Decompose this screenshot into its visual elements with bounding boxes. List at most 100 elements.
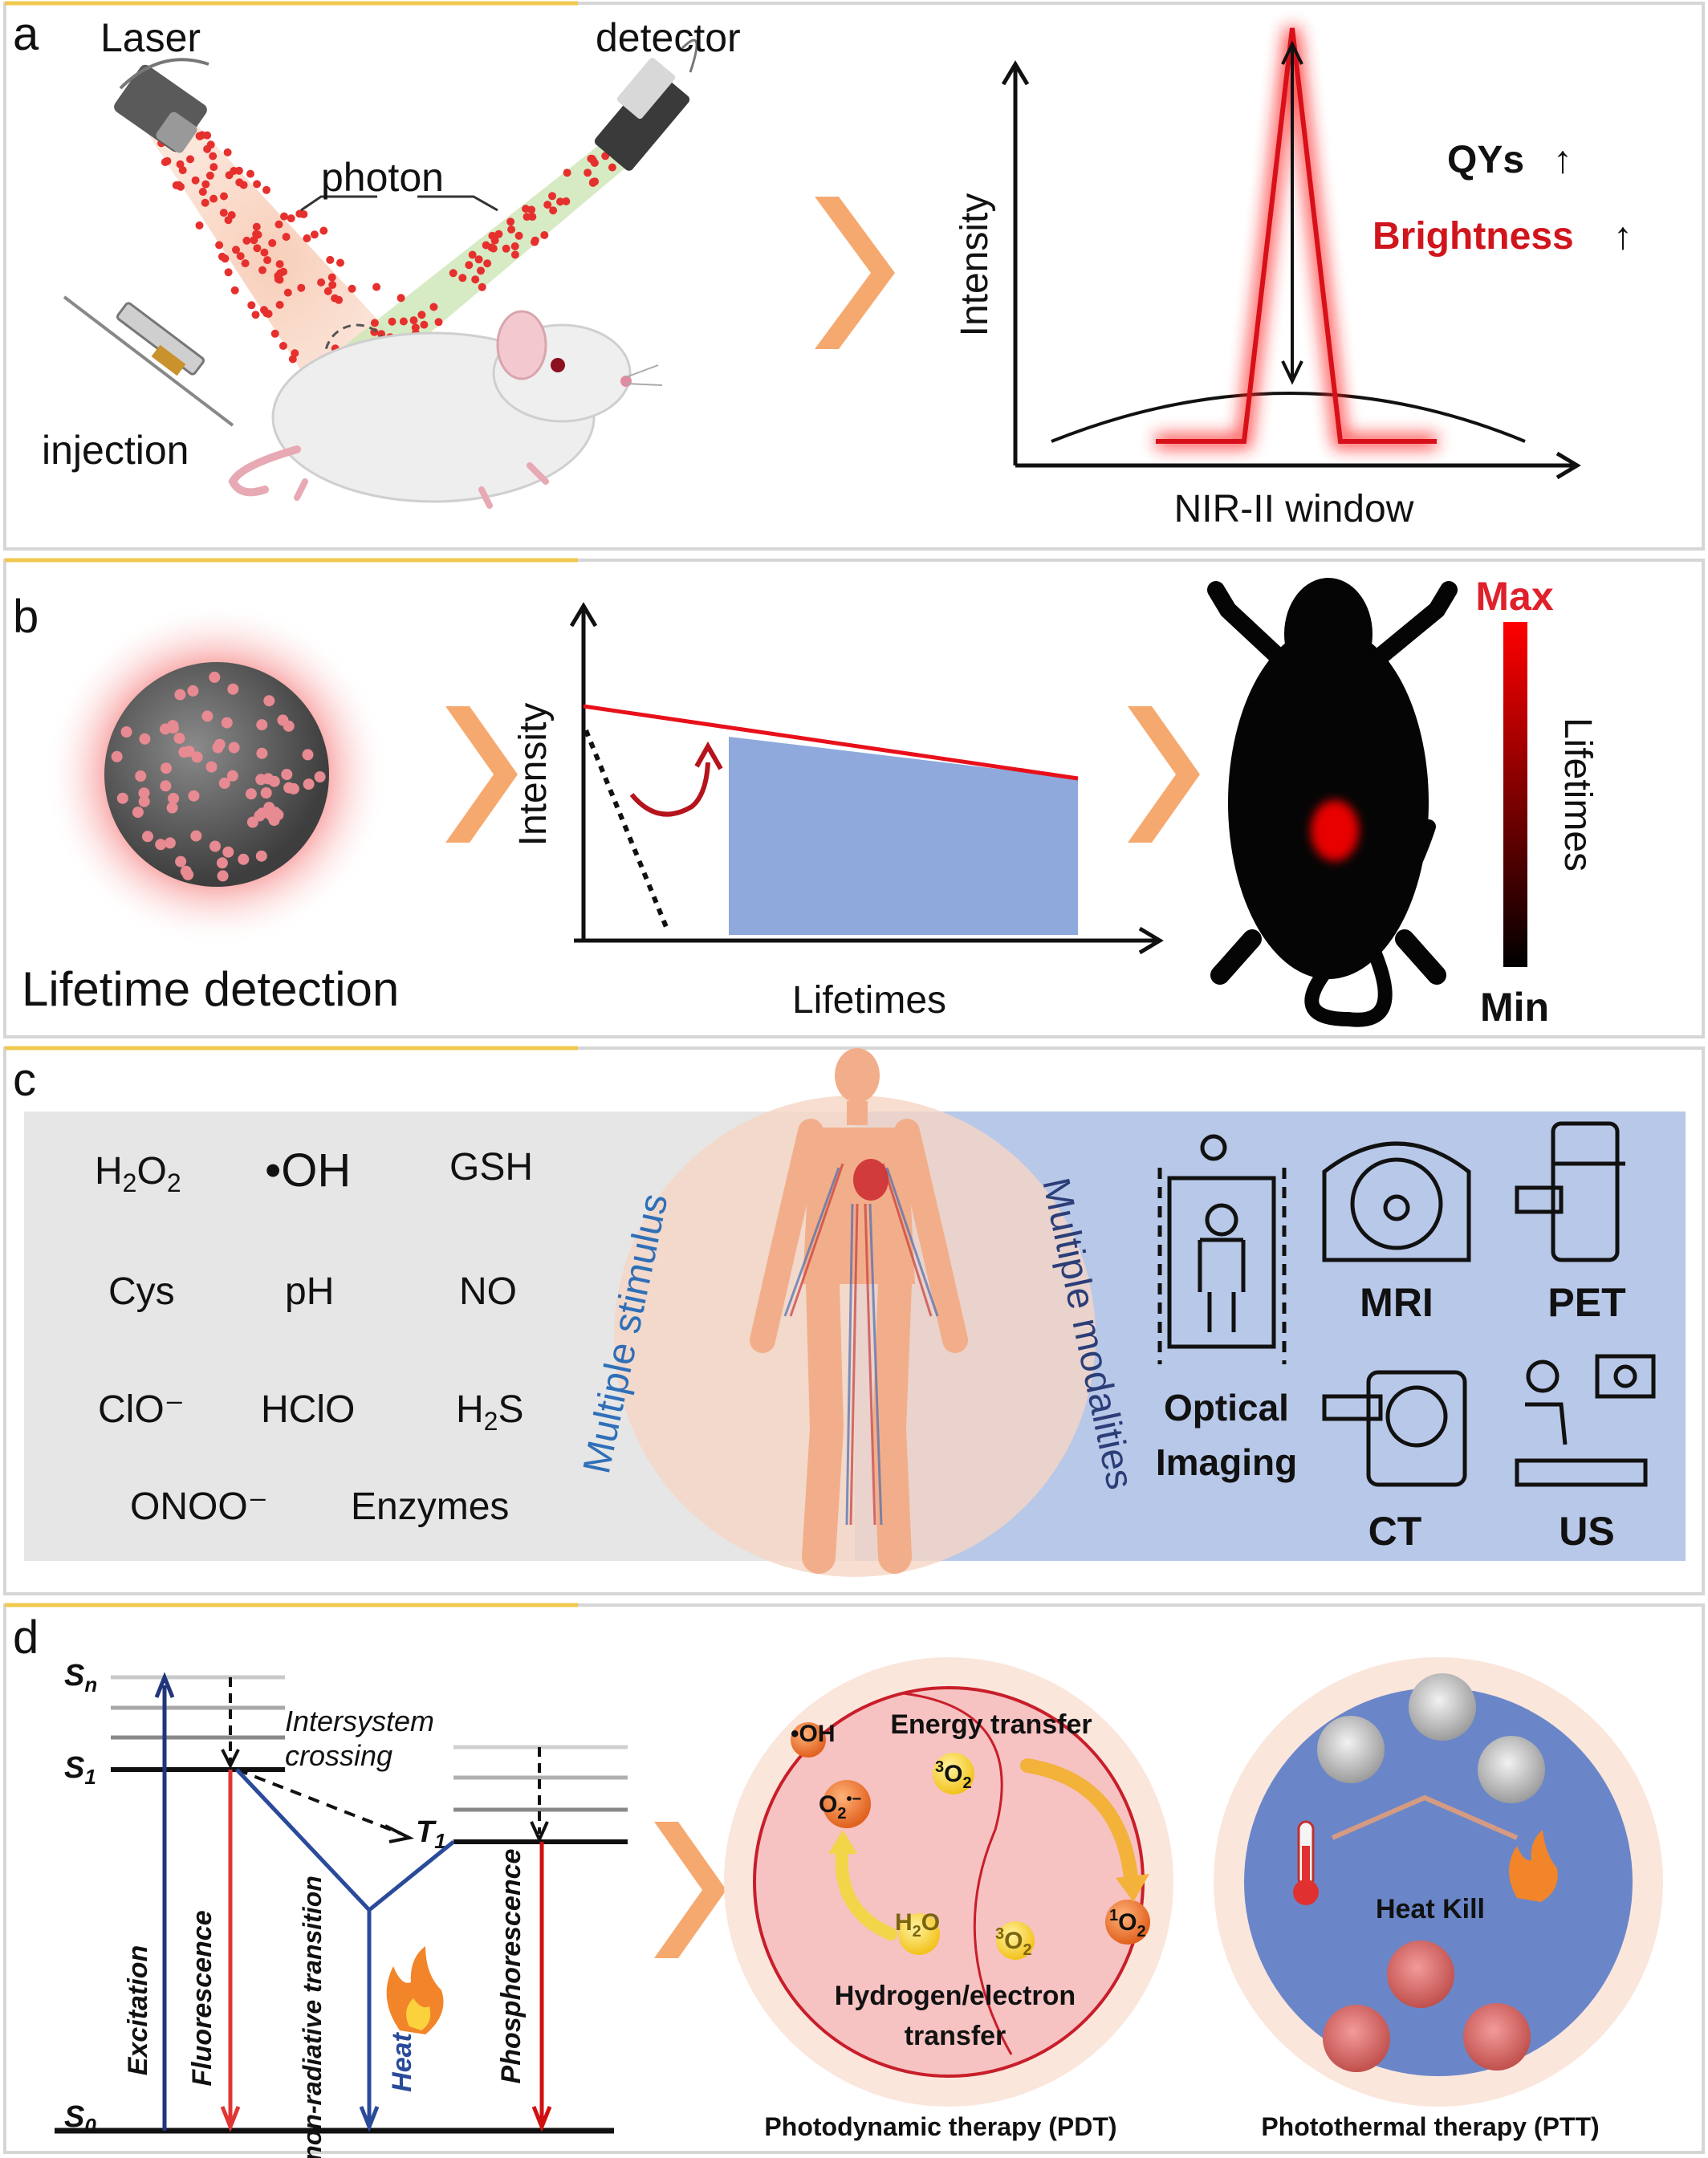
excitation-label: Excitation — [123, 1945, 153, 2075]
surface-dot — [255, 774, 267, 786]
photon-dot — [262, 185, 270, 194]
energy-transfer-arrowhead-icon — [1116, 1874, 1149, 1902]
heat-kill-label: Heat Kill — [1376, 1894, 1485, 1924]
surface-dot — [256, 807, 268, 819]
optical-label-line1: Optical — [1164, 1387, 1289, 1429]
photon-dot — [172, 181, 181, 189]
photon-dot — [528, 213, 537, 221]
us-label: US — [1559, 1509, 1614, 1554]
photon-dot — [220, 192, 228, 201]
optical-imaging-icon — [1157, 1134, 1287, 1364]
surface-dot — [287, 782, 299, 795]
human-circulation-figure — [750, 1048, 968, 1574]
photon-dot — [434, 318, 443, 327]
photon-dot — [282, 233, 291, 242]
qys-up-arrow-icon: ↑ — [1553, 139, 1572, 181]
hydrogen-transfer-line2: transfer — [905, 2021, 1007, 2051]
surface-dot — [205, 761, 218, 773]
ultrasound-icon — [1515, 1354, 1656, 1487]
laser-label: Laser — [100, 15, 201, 60]
stimulus-h2o2: H2O2 — [95, 1150, 181, 1197]
isc-arrowhead-icon — [384, 1824, 415, 1843]
colorbar-min-label: Min — [1480, 985, 1549, 1030]
bright-peak-curve — [1156, 27, 1437, 444]
surface-dot — [168, 792, 180, 804]
panel-a-frame — [3, 2, 1705, 551]
broad-emission-curve — [1051, 392, 1526, 443]
s0-label: S0 — [64, 2100, 96, 2138]
pdt-divider-curve — [902, 1692, 1013, 2055]
photon-dot — [411, 323, 420, 332]
photon-dot — [482, 241, 490, 250]
mri-scanner-icon — [1322, 1141, 1471, 1262]
nir-x-label: NIR-II window — [1174, 488, 1414, 530]
peak-arrowheads-icon — [1281, 40, 1303, 385]
photon-dot — [310, 230, 319, 239]
mri-label: MRI — [1360, 1280, 1434, 1325]
heat-rays-icon — [1331, 1794, 1519, 1840]
jablonski-diagram: Sn S1 T1 S0 Intersystem crossing Excitat… — [55, 1659, 628, 2158]
surface-dot — [256, 719, 268, 731]
surface-dot — [155, 839, 167, 851]
photon-dot — [253, 180, 262, 189]
surface-dot — [164, 837, 176, 849]
dead-cell-3 — [1478, 1736, 1545, 1803]
surface-dot — [166, 802, 178, 814]
photon-dot — [206, 140, 215, 149]
excitation-arrowhead-icon — [154, 1672, 175, 1698]
photon-dot — [287, 214, 295, 223]
panel-d-letter: d — [13, 1611, 39, 1664]
photon-dot — [209, 194, 218, 203]
stimulus-clo: ClO⁻ — [98, 1388, 185, 1431]
panel-b-frame — [3, 559, 1705, 1038]
photon-bracket — [300, 195, 498, 212]
photon-dot — [471, 275, 480, 284]
photon-dot — [548, 192, 556, 201]
photon-dot — [562, 197, 571, 205]
photon-dot — [242, 236, 251, 245]
photon-dot — [377, 330, 386, 339]
heat-label: Heat — [387, 2031, 417, 2091]
photon-dot — [247, 301, 256, 310]
nir-y-label: Intensity — [954, 193, 996, 337]
photon-dot — [163, 156, 172, 165]
shift-arrow-icon — [629, 762, 710, 817]
water-ball — [898, 1913, 940, 1955]
detector-label: detector — [596, 15, 741, 60]
photon-dot — [227, 211, 236, 219]
lifetime-colorbar — [1503, 622, 1527, 967]
detector-beam — [345, 136, 634, 377]
photon-dot — [608, 163, 616, 172]
ct-label: CT — [1368, 1509, 1422, 1554]
mouse-silhouette — [1207, 578, 1458, 1027]
isc-label-line1: Intersystem — [285, 1705, 434, 1737]
long-lifetime-decay-line — [583, 704, 1079, 781]
surface-dot — [190, 830, 202, 842]
ptt-flame-icon — [1509, 1830, 1558, 1902]
surface-dot — [174, 689, 186, 701]
fluorescence-label: Fluorescence — [187, 1910, 218, 2086]
triplet-oxygen-ball-2 — [996, 1921, 1035, 1960]
panel-d-chevron-icon — [654, 1822, 726, 1958]
surface-dot — [314, 771, 326, 782]
dead-cell-2 — [1409, 1673, 1476, 1741]
surface-dot — [246, 816, 258, 828]
photon-dot — [514, 231, 523, 240]
photon-dot — [280, 212, 288, 221]
photon-dot — [370, 319, 379, 327]
panel-d: d Sn S1 T1 S0 — [13, 1611, 1663, 2158]
photon-dot — [219, 209, 228, 217]
photon-dot — [590, 159, 599, 167]
surface-dot — [120, 726, 132, 738]
photon-dot — [527, 205, 536, 214]
hydroxyl-label: •OH — [791, 1721, 836, 1747]
photon-dot — [252, 222, 261, 231]
photon-dot — [483, 259, 492, 268]
shift-arrowhead-icon — [694, 741, 723, 770]
phosphorescence-label: Phosphorescence — [496, 1849, 527, 2084]
photon-dot — [543, 201, 552, 209]
surface-dot — [256, 747, 268, 759]
energy-transfer-arrow — [1020, 1758, 1139, 1893]
photon-dot — [388, 317, 396, 326]
photon-dot — [319, 226, 328, 235]
